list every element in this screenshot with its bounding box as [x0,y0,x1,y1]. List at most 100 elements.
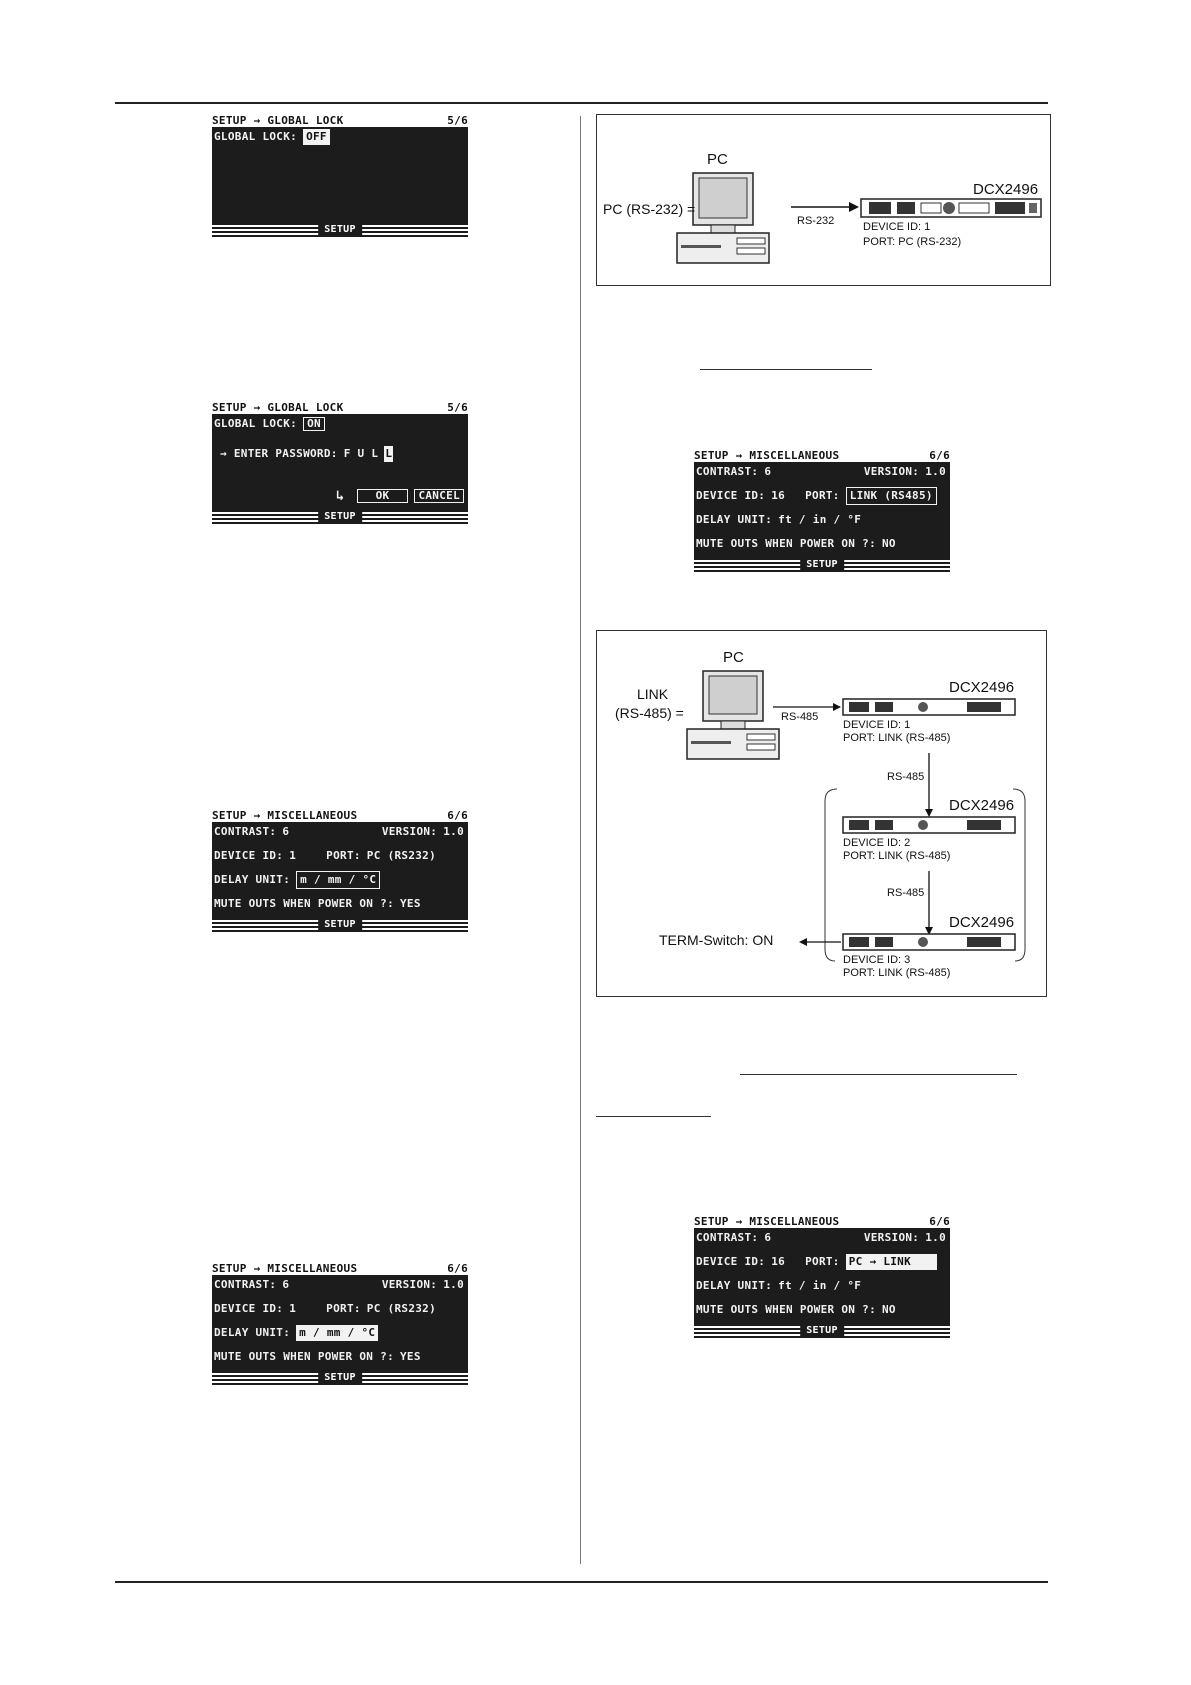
lcd-misc-link: SETUP → MISCELLANEOUS 6/6 CONTRAST: 6 VERSI… [694,448,950,572]
dcx2496-device-2-icon [842,816,1016,834]
lcd-header: SETUP → GLOBAL LOCK [212,401,344,414]
device-2-name: DCX2496 [949,797,1015,814]
contrast-value: 6 [764,1231,772,1244]
lcd-page: 6/6 [929,449,950,462]
lcd-header: SETUP → MISCELLANEOUS [694,449,840,462]
delay-unit-value: m / mm / °C [296,871,381,889]
text-underline [740,1074,1017,1075]
port-value: LINK (RS485) [845,487,937,505]
contrast-value: 6 [282,1278,290,1291]
device-name: DCX2496 [973,181,1039,198]
lcd-footer: SETUP [800,559,844,571]
lcd-footer: SETUP [318,511,362,523]
device-1-port: PORT: LINK (RS-485) [843,732,951,744]
cable-arrow-icon [791,202,859,212]
cable-arrow-icon [925,871,933,935]
device-id: DEVICE ID: 1 [863,221,931,233]
version-label: VERSION: [381,825,438,838]
cable-arrow-icon [925,753,933,817]
lcd-header: SETUP → MISCELLANEOUS [212,1262,358,1275]
dcx2496-device-1-icon [842,698,1016,716]
dcx2496-device-icon [860,198,1042,218]
password-value: F U L [343,447,379,460]
cable-3-label: RS-485 [887,887,925,899]
device-id-value: 1 [289,1302,297,1315]
lcd-footer: SETUP [800,1325,844,1337]
lcd-header: SETUP → MISCELLANEOUS [212,809,358,822]
contrast-label: CONTRAST: [696,465,759,478]
device-id-label: DEVICE ID: [696,1255,766,1268]
enter-arrow-icon: ↳ [335,488,345,504]
device-2-id: DEVICE ID: 2 [843,837,911,849]
device-3-id: DEVICE ID: 3 [843,954,911,966]
contrast-label: CONTRAST: [214,825,277,838]
device-id-value: 16 [771,489,786,502]
device-2-port: PORT: LINK (RS-485) [843,850,951,862]
mute-outs-value: NO [882,1303,896,1316]
lcd-page: 5/6 [447,401,468,414]
contrast-value: 6 [764,465,772,478]
contrast-value: 6 [282,825,290,838]
contrast-label: CONTRAST: [696,1231,759,1244]
global-lock-value: ON [303,417,325,431]
version-label: VERSION: [863,465,920,478]
lcd-footer: SETUP [318,1372,362,1384]
port-label: PORT: [805,489,840,502]
bracket-icon [824,788,1026,962]
bottom-rule [115,1581,1048,1583]
term-switch-label: TERM-Switch: ON [659,932,774,948]
version-label: VERSION: [863,1231,920,1244]
device-id-label: DEVICE ID: [214,849,284,862]
dcx2496-device-3-icon [842,933,1016,951]
global-lock-label: GLOBAL LOCK: [214,417,298,430]
delay-unit-value: ft / in / °F [778,513,862,526]
global-lock-label: GLOBAL LOCK: [214,130,298,143]
pc-label: PC [723,649,744,666]
cable-arrow-icon [773,703,841,711]
lcd-page: 5/6 [447,114,468,127]
top-rule [115,102,1048,104]
port-label: PORT: [326,1302,361,1315]
global-lock-value: OFF [303,129,330,145]
mute-outs-value: YES [400,1350,421,1363]
mute-outs-label: MUTE OUTS WHEN POWER ON ?: [696,537,876,550]
device-1-name: DCX2496 [949,679,1015,696]
lcd-page: 6/6 [447,1262,468,1275]
version-value: 1.0 [443,825,464,838]
contrast-label: CONTRAST: [214,1278,277,1291]
device-1-id: DEVICE ID: 1 [843,719,911,731]
port-equation: PC (RS-232) = [603,201,696,217]
device-id-value: 1 [289,849,297,862]
delay-unit-value: m / mm / °C [296,1325,379,1341]
rs485-connection-diagram: PC LINK (RS-485) = RS-485 DCX2496 DEVICE… [596,630,1047,997]
lcd-global-lock-on: SETUP → GLOBAL LOCK 5/6 GLOBAL LOCK: ON → … [212,400,468,524]
rs232-connection-diagram: PC PC (RS-232) = RS-232 DCX2496 DEVICE I… [596,114,1051,286]
ok-button[interactable]: OK [356,489,409,503]
port-label: PORT: [326,849,361,862]
device-3-name: DCX2496 [949,914,1015,931]
rs232-diagram-graphics [676,172,1042,264]
port-equation-line-1: LINK [637,686,669,702]
mute-outs-value: YES [400,897,421,910]
lcd-footer: SETUP [318,919,362,931]
rs485-diagram-graphics [686,670,1026,962]
delay-unit-label: DELAY UNIT: [214,873,291,886]
cable-2-label: RS-485 [887,771,925,783]
cancel-button[interactable]: CANCEL [414,489,464,503]
delay-unit-value: ft / in / °F [778,1279,862,1292]
device-port: PORT: PC (RS-232) [863,236,962,248]
pc-icon [676,172,770,264]
port-value: PC → LINK [845,1254,938,1270]
mute-outs-value: NO [882,537,896,550]
device-3-port: PORT: LINK (RS-485) [843,967,951,979]
lcd-footer: SETUP [318,224,362,236]
password-label: → ENTER PASSWORD: [220,447,338,460]
device-id-label: DEVICE ID: [696,489,766,502]
version-value: 1.0 [925,465,946,478]
port-equation-line-2: (RS-485) = [615,705,684,721]
